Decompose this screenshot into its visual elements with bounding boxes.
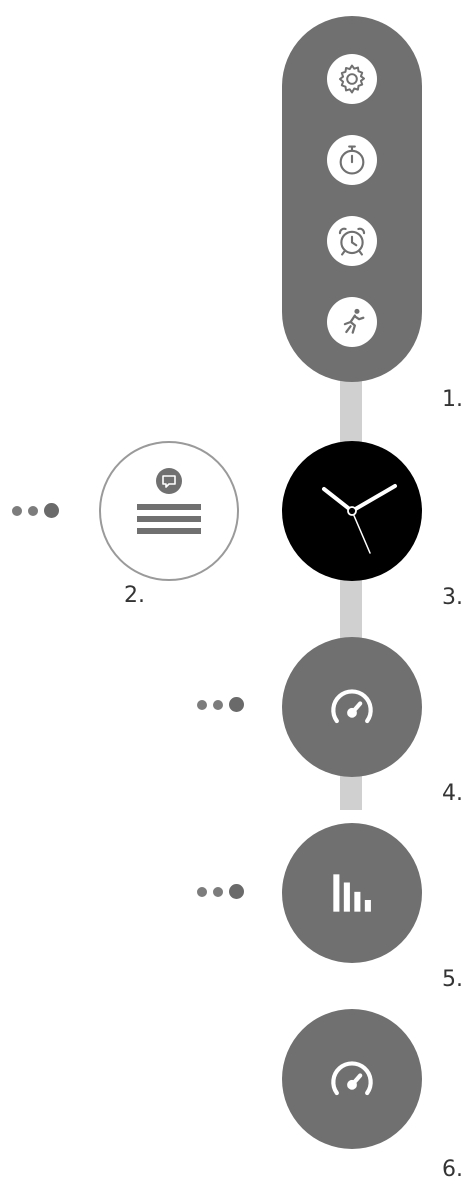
gear-icon: [338, 64, 366, 94]
widget-activity[interactable]: [282, 823, 422, 963]
watch-face[interactable]: [282, 441, 422, 581]
more-dots-notifications: [12, 503, 59, 518]
widget-gauge-2[interactable]: [282, 1009, 422, 1149]
step-label-2: 2.: [124, 583, 145, 608]
dot: [213, 886, 223, 897]
settings-shortcut[interactable]: [327, 54, 377, 104]
running-person-icon: [343, 308, 365, 334]
speedometer-icon: [331, 1061, 373, 1096]
step-label-1: 1.: [442, 387, 463, 412]
app-shortcut-capsule: [282, 16, 422, 382]
notification-list-icon: [137, 468, 201, 534]
step-label-4: 4.: [442, 781, 463, 806]
more-dots-widget-1: [197, 697, 244, 712]
step-label-6: 6.: [442, 1157, 463, 1182]
notifications-panel[interactable]: [99, 441, 239, 581]
step-label-5: 5.: [442, 967, 463, 992]
dot: [213, 699, 223, 710]
dot: [197, 886, 207, 897]
dot: [44, 503, 59, 518]
step-label-3: 3.: [442, 585, 463, 610]
dot: [28, 505, 38, 516]
more-dots-widget-2: [197, 884, 244, 899]
speedometer-icon: [331, 689, 373, 724]
dot: [229, 884, 244, 899]
widget-gauge[interactable]: [282, 637, 422, 777]
bar-chart-icon: [333, 874, 371, 912]
stopwatch-shortcut[interactable]: [327, 135, 377, 185]
exercise-shortcut[interactable]: [327, 297, 377, 347]
alarm-clock-icon: [338, 227, 366, 256]
stopwatch-icon: [339, 145, 365, 175]
dot: [229, 697, 244, 712]
alarm-shortcut[interactable]: [327, 216, 377, 266]
dot: [197, 699, 207, 710]
analog-clock-icon: [322, 484, 397, 554]
dot: [12, 505, 22, 516]
